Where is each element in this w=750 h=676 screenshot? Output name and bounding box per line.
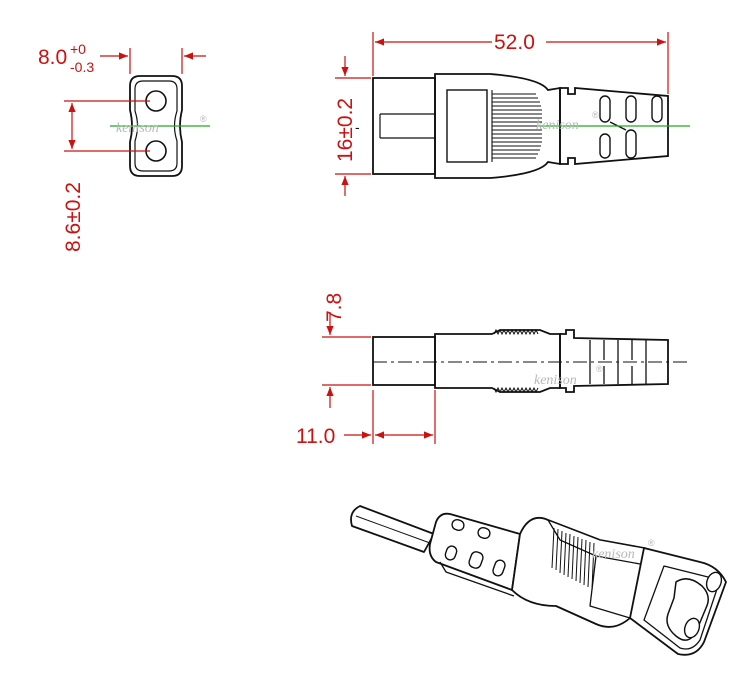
side-height-value: 16±0.2 bbox=[334, 98, 357, 162]
front-view-outline bbox=[129, 75, 183, 177]
top-thickness-value: 7.8 bbox=[323, 293, 346, 322]
top-insert-value: 11.0 bbox=[296, 425, 335, 448]
side-length-dimension bbox=[372, 32, 669, 94]
front-watermark: kenison bbox=[116, 121, 159, 136]
isometric-view: kenison ® bbox=[350, 505, 727, 656]
top-watermark: kenison bbox=[534, 373, 577, 388]
top-relief-slots bbox=[589, 340, 647, 384]
iso-watermark-registered: ® bbox=[648, 538, 655, 548]
side-view: - bbox=[334, 31, 690, 196]
top-watermark-registered: ® bbox=[596, 364, 603, 374]
top-strain-relief bbox=[559, 329, 669, 393]
side-head bbox=[372, 77, 436, 175]
front-width-tol-lower: -0.3 bbox=[70, 59, 94, 75]
side-relief-slots bbox=[599, 95, 663, 159]
side-grip-ribs bbox=[491, 90, 542, 162]
front-width-tol-upper: +0 bbox=[70, 41, 86, 57]
front-watermark-registered: ® bbox=[200, 114, 207, 124]
side-strain-relief bbox=[559, 87, 669, 165]
top-thickness-dimension bbox=[322, 312, 371, 408]
side-height-dimension bbox=[335, 56, 371, 196]
top-view: 7.8 11.0 kenison ® bbox=[296, 293, 690, 448]
iso-pin-hole-upper bbox=[705, 571, 723, 593]
front-pin-spacing-value: 8.6±0.2 bbox=[62, 182, 85, 252]
top-head bbox=[372, 336, 436, 386]
side-tick-mark: - bbox=[355, 119, 360, 135]
iso-relief-slots bbox=[439, 518, 515, 597]
side-length-value: 52.0 bbox=[494, 31, 535, 54]
side-watermark: kenison bbox=[536, 118, 579, 133]
front-width-value: 8.0 bbox=[38, 46, 67, 69]
iso-pin-hole-lower bbox=[683, 617, 701, 639]
front-pin-spacing-dimension bbox=[64, 100, 150, 152]
iso-watermark: kenison bbox=[592, 547, 635, 562]
side-watermark-registered: ® bbox=[592, 110, 599, 120]
top-insert-dimension bbox=[344, 390, 436, 444]
front-view: 8.0 +0 -0.3 8.6±0.2 kenison ® bbox=[38, 41, 210, 252]
side-window bbox=[446, 89, 488, 163]
top-grip-teeth bbox=[493, 328, 539, 394]
front-view-inner-outline bbox=[134, 80, 178, 172]
front-width-dimension bbox=[100, 48, 206, 74]
